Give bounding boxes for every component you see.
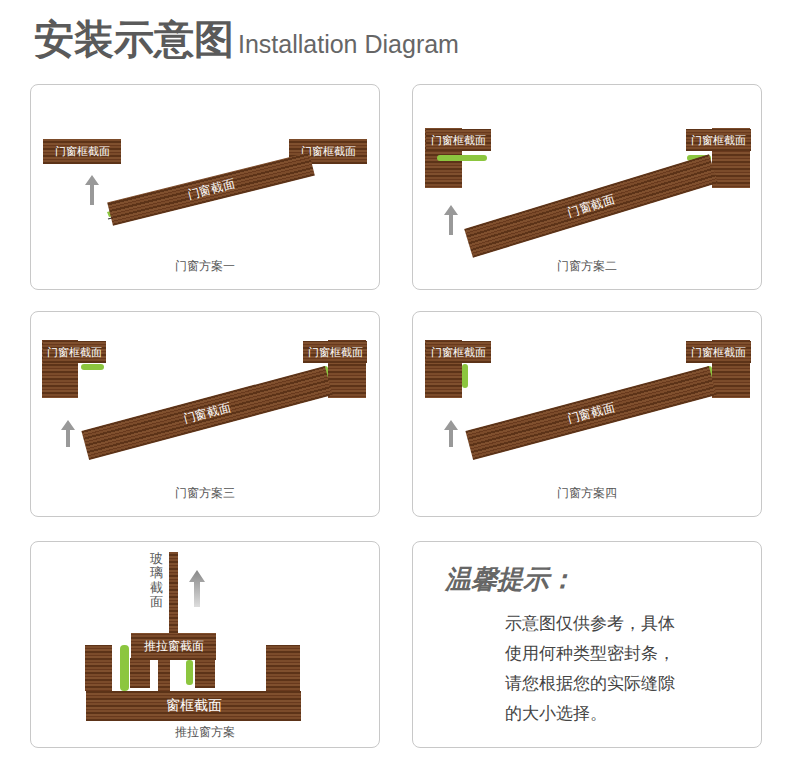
section-label: 门窗框截面 <box>691 133 746 148</box>
scheme-caption: 门窗方案二 <box>413 258 761 275</box>
frame-section: 门窗框截面 <box>43 341 106 363</box>
section-label: 门窗截面 <box>182 399 233 428</box>
frame-section: 门窗框截面 <box>686 129 751 151</box>
section-label: 门窗框截面 <box>308 345 363 360</box>
tip-heading: 温馨提示： <box>445 562 575 597</box>
section-label: 窗框截面 <box>166 697 222 715</box>
subtitle: Installation Diagram <box>238 30 459 59</box>
scheme-caption: 推拉窗方案 <box>31 724 379 741</box>
section-label: 门窗框截面 <box>691 345 746 360</box>
panel5-parts <box>85 570 300 691</box>
section-label: 门窗截面 <box>566 399 617 428</box>
section-label: 门窗框截面 <box>431 133 486 148</box>
door-section: 门窗截面 <box>81 366 332 460</box>
frame-section: 门窗框截面 <box>686 341 751 363</box>
header: 安装示意图Installation Diagram <box>34 12 459 67</box>
frame-section: 门窗框截面 <box>426 129 491 151</box>
frame-section: 门窗框截面 <box>303 341 367 363</box>
frame-section: 推拉窗截面 <box>131 633 216 660</box>
section-label: 门窗截面 <box>186 175 237 203</box>
frame-section: 门窗框截面 <box>426 341 491 363</box>
frame-section: 门窗框截面 <box>43 139 121 164</box>
scheme-caption: 门窗方案四 <box>413 485 761 502</box>
section-label: 推拉窗截面 <box>144 638 204 655</box>
section-label: 门窗框截面 <box>55 144 110 159</box>
window-frame-section: 窗框截面 <box>86 691 301 721</box>
glass-label: 玻璃截面 <box>150 552 163 609</box>
door-section: 门窗截面 <box>465 366 716 460</box>
title: 安装示意图 <box>34 12 234 67</box>
scheme-panel: 门窗方案四 门窗框截面 门窗框截面门窗截面 <box>412 311 762 517</box>
scheme-panel: 推拉窗方案 玻璃截面推拉窗截面窗框截面 <box>30 541 380 748</box>
scheme-caption: 门窗方案一 <box>31 258 379 275</box>
tip-body: 示意图仅供参考，具体使用何种类型密封条，请您根据您的实际缝隙的大小选择。 <box>505 608 681 728</box>
section-label: 门窗框截面 <box>431 345 486 360</box>
section-label: 门窗框截面 <box>47 345 102 360</box>
door-section: 门窗截面 <box>107 152 315 226</box>
scheme-panel: 门窗方案二 门窗框截面 门窗框截面门窗截面 <box>412 84 762 290</box>
scheme-panel: 门窗方案三 门窗框截面 门窗框截面门窗截面 <box>30 311 380 517</box>
tip-panel: 温馨提示： 示意图仅供参考，具体使用何种类型密封条，请您根据您的实际缝隙的大小选择… <box>412 541 762 748</box>
section-label: 门窗截面 <box>566 191 617 221</box>
scheme-panel: 门窗方案一门窗框截面门窗框截面门窗截面 <box>30 84 380 290</box>
glass-section: 玻璃截面 <box>169 552 178 633</box>
door-section: 门窗截面 <box>464 154 718 258</box>
scheme-caption: 门窗方案三 <box>31 485 379 502</box>
